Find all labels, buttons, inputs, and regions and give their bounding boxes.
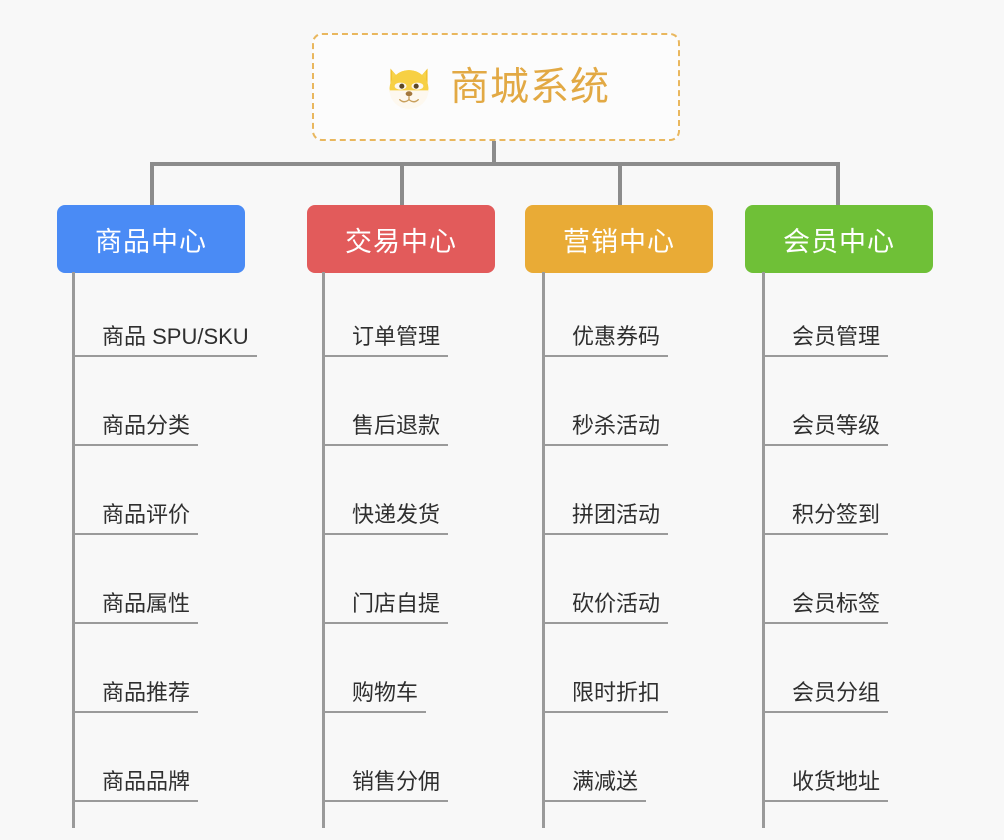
category-header-label: 会员中心 xyxy=(783,226,895,257)
leaf-item-label: 商品分类 xyxy=(71,413,199,447)
leaf-item-label: 优惠券码 xyxy=(541,324,669,358)
leaf-item-label: 商品 SPU/SKU xyxy=(72,324,257,358)
category-header-member[interactable]: 会员中心 xyxy=(745,205,933,273)
column-spine xyxy=(322,272,325,828)
shiba-dog-face-icon xyxy=(389,68,429,109)
category-header-label: 营销中心 xyxy=(563,226,675,257)
leaf-item-label: 会员管理 xyxy=(761,324,889,358)
leaf-item-label: 商品品牌 xyxy=(71,769,199,803)
leaf-item[interactable]: 会员标签 xyxy=(761,539,889,628)
leaf-column-marketing: 优惠券码 秒杀活动 拼团活动 砍价活动 限时折扣 满减送 xyxy=(541,272,669,828)
leaf-item[interactable]: 会员分组 xyxy=(761,628,889,717)
leaf-item[interactable]: 购物车 xyxy=(321,628,448,717)
leaf-item-label: 积分签到 xyxy=(761,502,889,536)
leaf-item[interactable]: 秒杀活动 xyxy=(541,361,669,450)
leaf-item-label: 会员分组 xyxy=(761,680,889,714)
column-spine xyxy=(762,272,765,828)
leaf-item-label: 会员等级 xyxy=(761,413,889,447)
category-header-product[interactable]: 商品中心 xyxy=(57,205,245,273)
leaf-item-label: 商品属性 xyxy=(71,591,199,625)
leaf-item[interactable]: 积分签到 xyxy=(761,450,889,539)
column-spine xyxy=(72,272,75,828)
leaf-item-label: 销售分佣 xyxy=(321,769,449,803)
category-header-label: 商品中心 xyxy=(95,226,207,257)
leaf-item[interactable]: 拼团活动 xyxy=(541,450,669,539)
leaf-item-label: 商品推荐 xyxy=(71,680,199,714)
leaf-column-trade: 订单管理 售后退款 快递发货 门店自提 购物车 销售分佣 xyxy=(321,272,449,828)
category-header-marketing[interactable]: 营销中心 xyxy=(525,205,713,273)
leaf-item-label: 拼团活动 xyxy=(541,502,669,536)
leaf-item-label: 秒杀活动 xyxy=(541,413,669,447)
horizontal-rail-connector xyxy=(150,162,840,166)
leaf-item[interactable]: 门店自提 xyxy=(321,539,449,628)
leaf-item[interactable]: 售后退款 xyxy=(321,361,449,450)
leaf-item-label: 会员标签 xyxy=(761,591,889,625)
leaf-item[interactable]: 会员管理 xyxy=(761,272,889,361)
leaf-item-label: 订单管理 xyxy=(321,324,449,358)
leaf-item[interactable]: 商品品牌 xyxy=(71,717,257,806)
leaf-item-label: 售后退款 xyxy=(321,413,449,447)
drop-connector-1 xyxy=(150,162,154,207)
leaf-item[interactable]: 砍价活动 xyxy=(541,539,669,628)
leaf-column-product: 商品 SPU/SKU 商品分类 商品评价 商品属性 商品推荐 商品品牌 xyxy=(71,272,257,828)
leaf-item-label: 门店自提 xyxy=(321,591,449,625)
drop-connector-4 xyxy=(836,162,840,207)
leaf-item-label: 收货地址 xyxy=(761,769,889,803)
leaf-item[interactable]: 订单管理 xyxy=(321,272,449,361)
root-node[interactable]: 商城系统 xyxy=(312,33,680,141)
column-spine xyxy=(542,272,545,828)
category-header-trade[interactable]: 交易中心 xyxy=(307,205,495,273)
drop-connector-3 xyxy=(618,162,622,207)
leaf-item[interactable]: 商品推荐 xyxy=(71,628,257,717)
category-header-label: 交易中心 xyxy=(345,226,457,257)
leaf-item[interactable]: 限时折扣 xyxy=(541,628,669,717)
leaf-item[interactable]: 优惠券码 xyxy=(541,272,669,361)
drop-connector-2 xyxy=(400,162,404,207)
leaf-item-label: 购物车 xyxy=(321,680,427,714)
leaf-item[interactable]: 销售分佣 xyxy=(321,717,449,806)
leaf-item[interactable]: 收货地址 xyxy=(761,717,889,806)
trunk-connector xyxy=(492,141,496,164)
leaf-item[interactable]: 会员等级 xyxy=(761,361,889,450)
leaf-item[interactable]: 商品属性 xyxy=(71,539,257,628)
leaf-item-label: 商品评价 xyxy=(71,502,199,536)
leaf-item[interactable]: 商品分类 xyxy=(71,361,257,450)
leaf-item-label: 限时折扣 xyxy=(541,680,669,714)
leaf-item-label: 快递发货 xyxy=(321,502,449,536)
leaf-column-member: 会员管理 会员等级 积分签到 会员标签 会员分组 收货地址 xyxy=(761,272,889,828)
root-title: 商城系统 xyxy=(449,65,610,109)
leaf-item-label: 满减送 xyxy=(541,769,647,803)
leaf-item-label: 砍价活动 xyxy=(541,591,669,625)
leaf-item[interactable]: 满减送 xyxy=(541,717,668,806)
leaf-item[interactable]: 商品评价 xyxy=(71,450,257,539)
leaf-item[interactable]: 商品 SPU/SKU xyxy=(72,272,257,361)
leaf-item[interactable]: 快递发货 xyxy=(321,450,449,539)
